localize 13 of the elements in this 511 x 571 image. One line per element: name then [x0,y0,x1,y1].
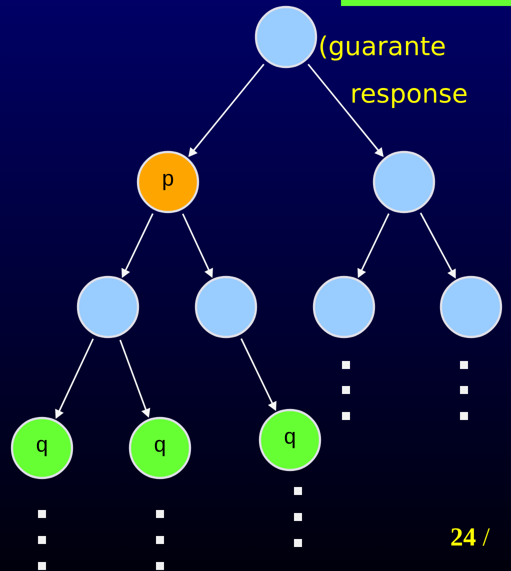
tree-node [254,6,318,68]
annotation-text: response [352,88,466,108]
tree-node: q [128,416,192,480]
annotation-text: (guarante [320,35,445,61]
page-number: 24 / [451,528,490,546]
tree-node: q [10,416,74,480]
tree-node: p [136,150,200,214]
tree-node [76,276,140,338]
tree-node [440,276,502,338]
tree-node: q [258,408,322,472]
tree-node [194,276,258,338]
tree-node [312,276,376,338]
tree-node [372,150,436,214]
